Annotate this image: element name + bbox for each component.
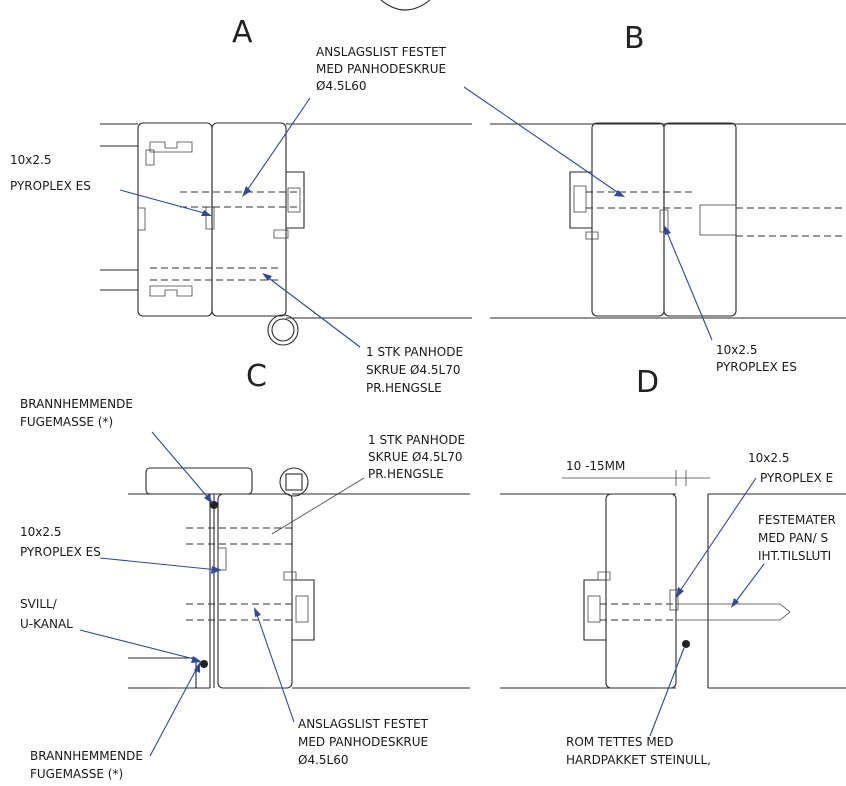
label-line: 10x2.5 xyxy=(716,343,757,357)
panel-c-label-panhode: 1 STK PANHODE SKRUE Ø4.5L70 PR.HENGSLE xyxy=(368,433,465,481)
top-circle-fragment xyxy=(380,0,431,11)
panel-b-label-pyroplex: 10x2.5 PYROPLEX ES xyxy=(716,343,797,374)
panel-b-geometry xyxy=(490,122,846,319)
panel-a-letter: A xyxy=(232,15,253,50)
panel-c: C BRANNHEMMENDE FUGEMASSE (*) 1 STK PANH… xyxy=(20,359,470,781)
label-line: Ø4.5L60 xyxy=(316,79,366,93)
panel-c-geometry xyxy=(128,467,470,689)
panel-c-label-brann-bottom: BRANNHEMMENDE FUGEMASSE (*) xyxy=(30,749,143,781)
panel-a-label-panhode: 1 STK PANHODE SKRUE Ø4.5L70 PR.HENGSLE xyxy=(366,345,463,395)
label-line: PYROPLEX ES xyxy=(20,545,101,559)
label-line: HARDPAKKET STEINULL, xyxy=(566,753,711,767)
label-line: FESTEMATER xyxy=(758,513,836,527)
label-line: BRANNHEMMENDE xyxy=(30,749,143,763)
label-line: MED PANHODESKRUE xyxy=(316,62,446,76)
label-line: PYROPLEX ES xyxy=(10,179,91,193)
panel-b-leaders xyxy=(463,86,713,341)
label-line: ANSLAGSLIST FESTET xyxy=(298,717,429,731)
panel-a-geometry xyxy=(100,122,472,346)
label-line: 10x2.5 xyxy=(748,451,789,465)
label-line: PYROPLEX ES xyxy=(716,360,797,374)
panel-d: D 10 -15MM 10x2.5 PYROPLEX E FESTEMATER … xyxy=(500,365,846,767)
panel-d-dimension: 10 -15MM xyxy=(566,459,625,473)
label-line: SKRUE Ø4.5L70 xyxy=(368,450,463,464)
panel-d-leaders xyxy=(649,477,765,737)
panel-a-label-anslagslist: ANSLAGSLIST FESTET MED PANHODESKRUE Ø4.5… xyxy=(316,45,447,93)
panel-c-letter: C xyxy=(246,359,267,394)
label-line: PR.HENGSLE xyxy=(368,467,444,481)
label-line: PYROPLEX E xyxy=(760,471,833,485)
label-line: 1 STK PANHODE xyxy=(366,345,463,359)
label-line: MED PANHODESKRUE xyxy=(298,735,428,749)
label-line: SVILL/ xyxy=(20,597,58,611)
label-line: PR.HENGSLE xyxy=(366,381,442,395)
label-line: FUGEMASSE (*) xyxy=(20,415,113,429)
panel-a-label-pyroplex: 10x2.5 PYROPLEX ES xyxy=(10,153,91,193)
panel-a: A ANSLAGSLIST FESTET MED PANHODESKRUE Ø4… xyxy=(10,15,472,395)
label-line: ROM TETTES MED xyxy=(566,735,674,749)
label-line: 1 STK PANHODE xyxy=(368,433,465,447)
label-line: BRANNHEMMENDE xyxy=(20,397,133,411)
label-line: ANSLAGSLIST FESTET xyxy=(316,45,447,59)
panel-a-leaders xyxy=(119,97,361,348)
panel-c-label-anslagslist: ANSLAGSLIST FESTET MED PANHODESKRUE Ø4.5… xyxy=(298,717,429,767)
label-line: U-KANAL xyxy=(20,617,73,631)
label-line: 10x2.5 xyxy=(20,525,61,539)
panel-d-label-rom: ROM TETTES MED HARDPAKKET STEINULL, xyxy=(566,735,711,767)
panel-c-label-pyroplex: 10x2.5 PYROPLEX ES xyxy=(20,525,101,559)
panel-d-geometry xyxy=(500,470,846,689)
label-line: Ø4.5L60 xyxy=(298,753,348,767)
panel-b: B 10x2.5 PYROPLEX ES xyxy=(463,21,846,374)
label-line: MED PAN/ S xyxy=(758,531,828,545)
label-line: FUGEMASSE (*) xyxy=(30,767,123,781)
panel-d-letter: D xyxy=(636,365,659,400)
panel-c-label-brann-top: BRANNHEMMENDE FUGEMASSE (*) xyxy=(20,397,133,429)
panel-c-label-svill: SVILL/ U-KANAL xyxy=(20,597,73,631)
panel-d-label-festemater: FESTEMATER MED PAN/ S IHT.TILSLUTI xyxy=(758,513,836,563)
label-line: SKRUE Ø4.5L70 xyxy=(366,363,461,377)
label-line: IHT.TILSLUTI xyxy=(758,549,831,563)
panel-b-letter: B xyxy=(624,21,645,56)
label-line: 10x2.5 xyxy=(10,153,51,167)
panel-d-label-pyroplex: 10x2.5 PYROPLEX E xyxy=(748,451,833,485)
panel-c-leaders xyxy=(79,431,365,757)
